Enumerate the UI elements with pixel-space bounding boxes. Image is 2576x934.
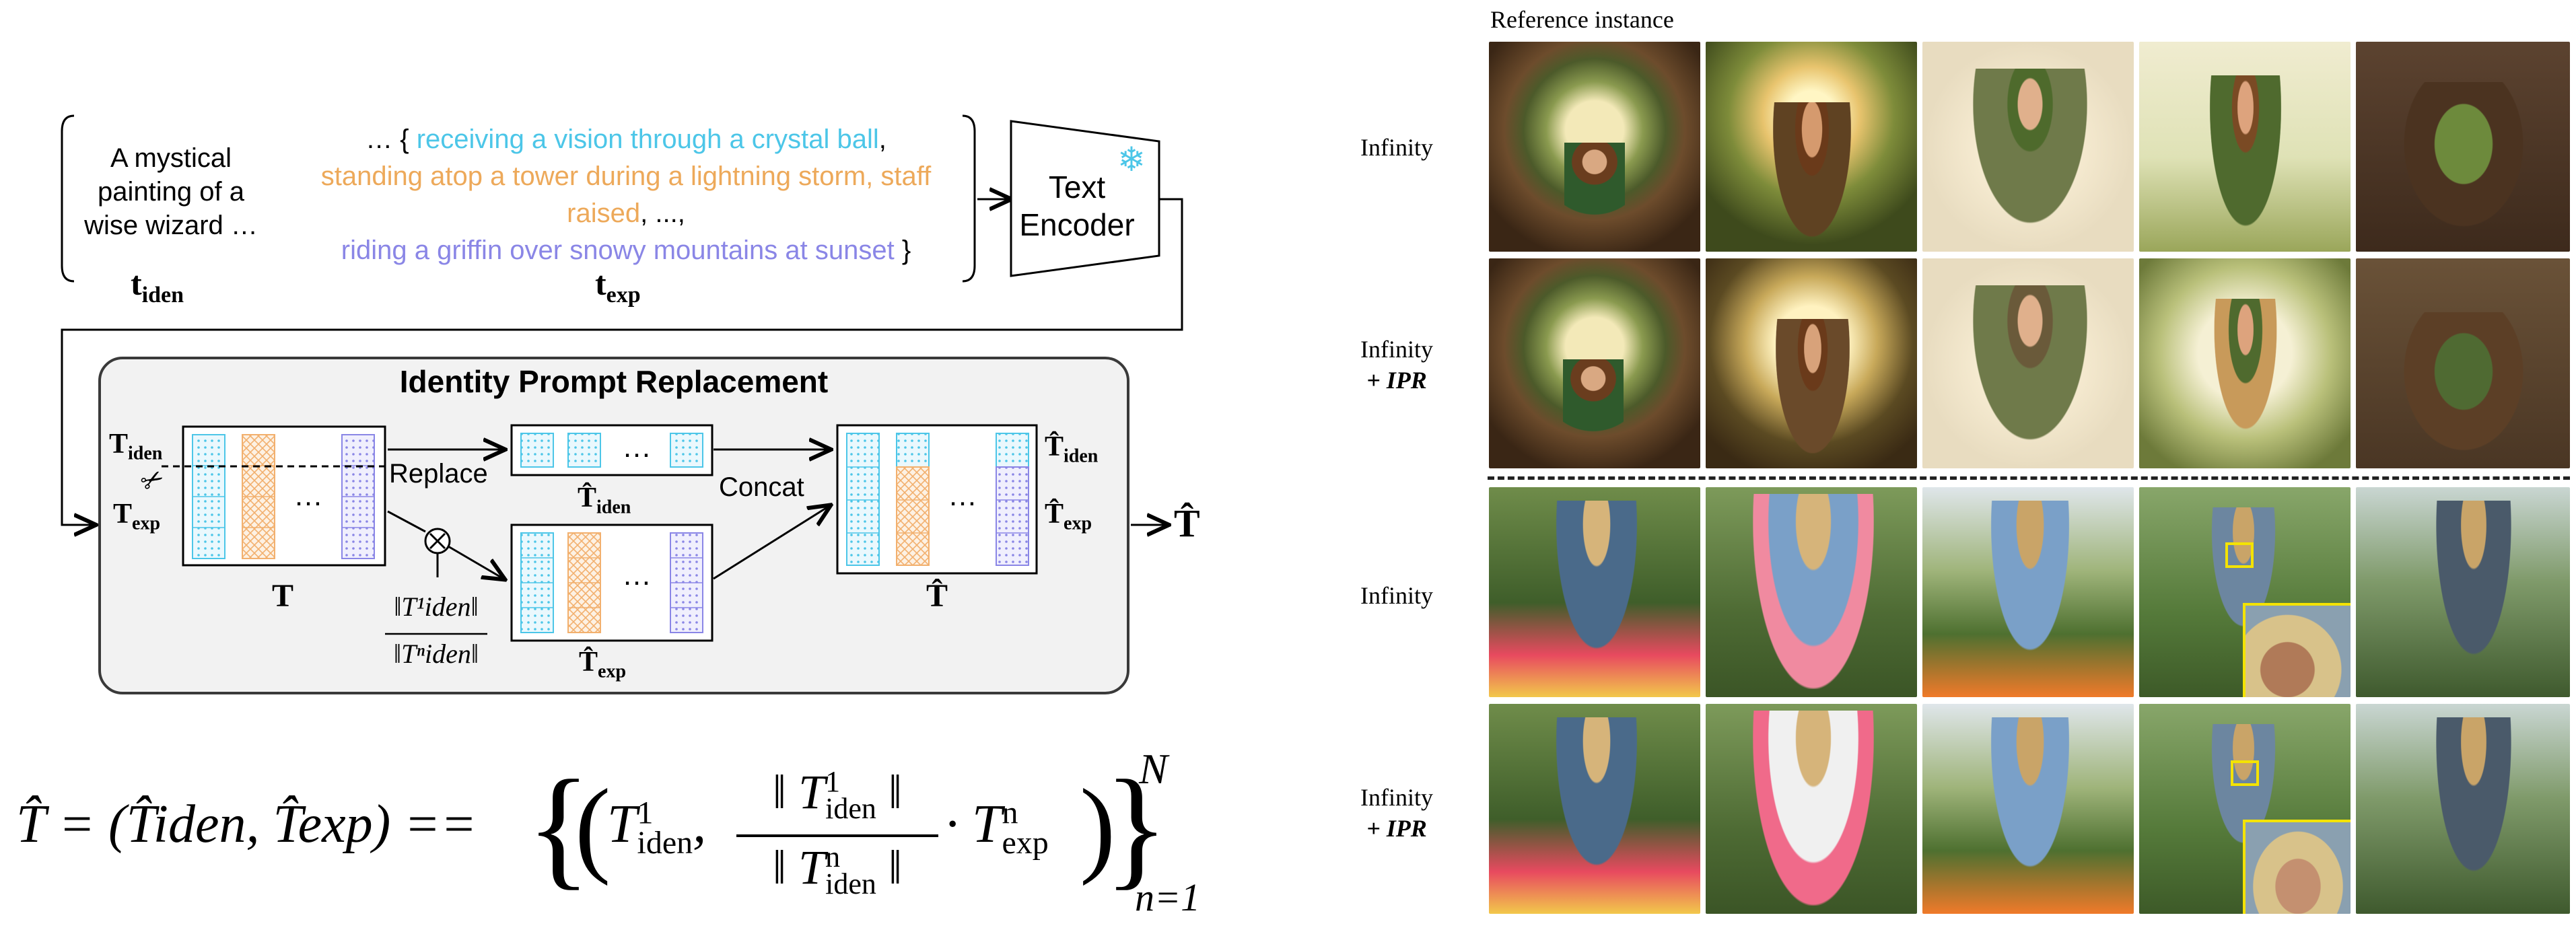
image-r1-c3 xyxy=(1922,42,2134,252)
label-T: T xyxy=(272,578,294,614)
text-encoder-shape xyxy=(1010,120,1160,277)
image-r1-c2 xyxy=(1706,42,1917,252)
equation-fraction-den: ‖ Tniden ‖ xyxy=(772,840,903,901)
equation-brace-close: } xyxy=(1104,753,1169,902)
encoder-label: Text Encoder xyxy=(1019,170,1135,242)
image-r4-c5 xyxy=(2356,704,2570,914)
equation-term2: · Tnexp xyxy=(945,795,1049,861)
label-right-T-hat-exp: T̂exp xyxy=(1045,499,1092,534)
label-T-hat-iden: T̂iden xyxy=(578,482,631,518)
image-r2-c3 xyxy=(1922,258,2134,468)
prompt-1: receiving a vision through a crystal bal… xyxy=(416,124,879,154)
prompt-ellipsis: , xyxy=(640,199,656,228)
brace-close: } xyxy=(901,236,911,265)
image-r3-c5 xyxy=(2356,487,2570,697)
label-right-T-hat-iden: T̂iden xyxy=(1045,431,1099,467)
label-T-hat-exp: T̂exp xyxy=(579,647,627,682)
image-r1-c5 xyxy=(2356,42,2570,252)
equation-paren-close: ) xyxy=(1080,766,1116,886)
equation-fraction-bar xyxy=(736,834,938,837)
image-r2-c4 xyxy=(2139,258,2351,468)
ellipsis-T-hat: … xyxy=(948,479,977,512)
grid-header: Reference instance xyxy=(1490,6,1674,33)
image-r2-c1 xyxy=(1489,258,1700,468)
equation-term1: T1iden, xyxy=(607,795,707,861)
t-exp-prompt: … { receiving a vision through a crystal… xyxy=(320,124,932,265)
image-r4-c2 xyxy=(1706,704,1917,914)
snowflake-icon: ❄ xyxy=(1117,141,1146,178)
row-label-3: Infinity xyxy=(1360,582,1433,609)
row-label-1: Infinity xyxy=(1360,134,1433,161)
label-t-iden: tiden xyxy=(131,264,184,308)
ratio-denominator: ‖Tⁿiden‖ xyxy=(393,639,479,669)
row-separator xyxy=(1488,476,2570,480)
ellipsis-T: … xyxy=(293,479,323,512)
equation: T̂ = (T̂iden, T̂exp) == { ( T1iden, ‖ T1… xyxy=(16,745,1214,926)
equation-fraction-num: ‖ T1iden ‖ xyxy=(772,765,903,826)
image-r3-c1 xyxy=(1489,487,1700,697)
image-r1-c4 xyxy=(2139,42,2351,252)
prompt-left-bracket xyxy=(61,114,75,283)
image-r1-c1 xyxy=(1489,42,1700,252)
diagram-canvas xyxy=(61,114,1183,694)
image-r2-c2 xyxy=(1706,258,1917,468)
label-T-exp: Texp xyxy=(113,499,161,534)
label-t-exp: texp xyxy=(595,264,641,308)
row-label-4: Infinity + IPR xyxy=(1360,784,1433,842)
prompt-right-bracket xyxy=(962,114,976,283)
label-T-hat: T̂ xyxy=(926,578,948,614)
label-T-iden: Tiden xyxy=(109,429,163,464)
equation-brace: { xyxy=(526,753,591,902)
equation-upper: N xyxy=(1139,745,1168,793)
zoom-box-small xyxy=(2225,542,2254,568)
image-r3-c3 xyxy=(1922,487,2134,697)
equation-lhs: T̂ = (T̂iden, T̂exp) == xyxy=(16,795,477,854)
prompt-3: riding a griffin over snowy mountains at… xyxy=(341,236,895,265)
image-r2-c5 xyxy=(2356,258,2570,468)
ellipsis-T-hat-exp: … xyxy=(622,559,652,591)
ipr-title: Identity Prompt Replacement xyxy=(399,364,829,399)
brace-open: … { xyxy=(365,124,409,154)
image-r4-c1 xyxy=(1489,704,1700,914)
image-r4-c3 xyxy=(1922,704,2134,914)
ellipsis-T-hat-iden: … xyxy=(622,431,652,464)
image-r4-c4 xyxy=(2139,704,2351,914)
prompt-2: standing atop a tower during a lightning… xyxy=(320,161,932,228)
t-iden-prompt: A mystical painting of a wise wizard … xyxy=(84,143,258,240)
equation-lower: n=1 xyxy=(1135,875,1201,919)
label-output-T-hat: T̂ xyxy=(1174,501,1200,545)
image-r3-c2 xyxy=(1706,487,1917,697)
zoom-box-small-ipr xyxy=(2231,760,2259,786)
image-r3-c4 xyxy=(2139,487,2351,697)
zoom-box-large-ipr xyxy=(2243,820,2351,914)
replace-label: Replace xyxy=(389,459,488,489)
equation-paren-open: ( xyxy=(575,766,611,886)
row-label-2: Infinity + IPR xyxy=(1360,336,1433,394)
zoom-box-large xyxy=(2243,603,2351,697)
concat-label: Concat xyxy=(719,472,804,502)
ratio-numerator: ‖T¹iden‖ xyxy=(394,591,479,622)
